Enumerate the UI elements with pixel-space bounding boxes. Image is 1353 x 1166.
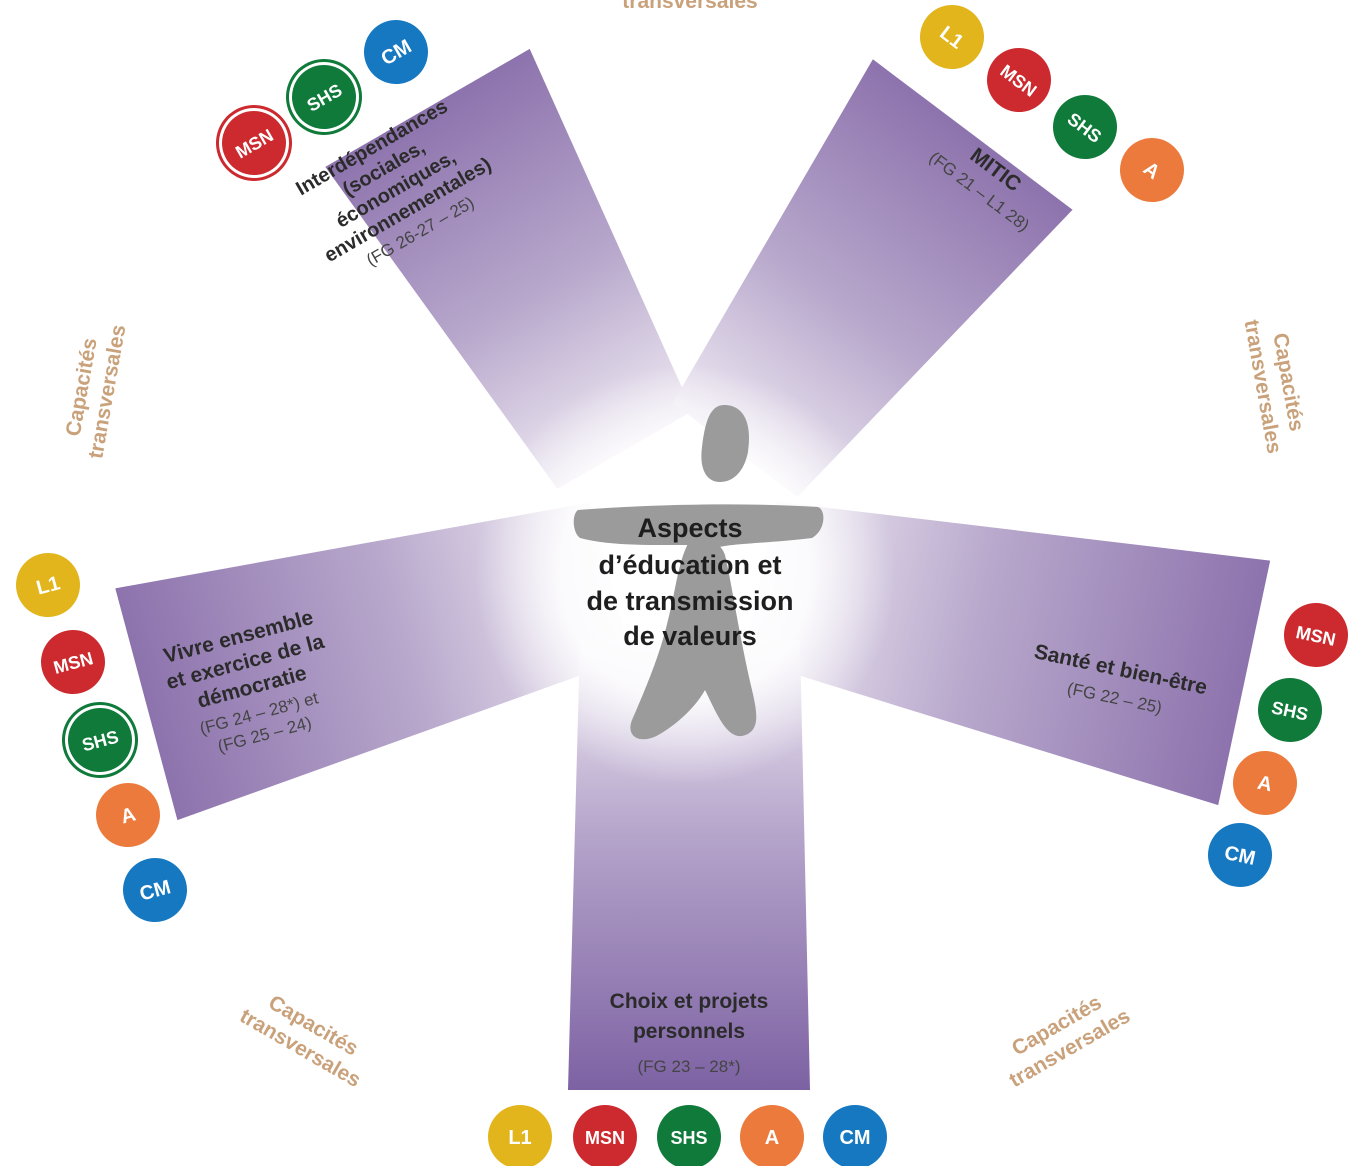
center-title-line-3: de transmission — [586, 586, 793, 616]
badge-msn-vivre: MSN — [41, 630, 105, 694]
capacites-left: Capacités transversales — [62, 323, 131, 460]
badge-l1-choix: L1 — [488, 1105, 552, 1166]
capacites-right: Capacités transversales — [1240, 318, 1309, 455]
badge-label: A — [118, 803, 138, 828]
svg-text:Choix et projets: Choix et projets — [610, 990, 769, 1013]
badge-l1-vivre: L1 — [16, 553, 80, 617]
badge-msn-choix: MSN — [573, 1105, 637, 1166]
badge-a-sante: A — [1233, 751, 1297, 815]
human-figure-icon — [573, 405, 824, 740]
badge-a-choix: A — [740, 1105, 804, 1166]
badge-shs-interdependances: SHS — [286, 58, 362, 135]
arm-interdependances — [325, 48, 693, 489]
badge-cm-interdependances: CM — [364, 20, 428, 84]
badge-shs-choix: SHS — [657, 1105, 721, 1166]
badge-label: A — [1255, 772, 1274, 797]
badge-cm-choix: CM — [823, 1105, 887, 1166]
badge-label: MSN — [585, 1128, 625, 1148]
badge-a-mitic: A — [1120, 138, 1184, 202]
badge-msn-mitic: MSN — [987, 48, 1051, 112]
capacites-bottom-left: Capacités transversales — [236, 991, 365, 1092]
badge-msn-sante: MSN — [1284, 603, 1348, 667]
svg-text:personnels: personnels — [633, 1020, 745, 1043]
badge-cm-vivre: CM — [123, 858, 187, 922]
badge-label: A — [765, 1127, 779, 1149]
badge-label: CM — [839, 1127, 870, 1149]
badge-label: L1 — [508, 1127, 531, 1149]
center-title-line-4: de valeurs — [623, 621, 757, 651]
badges-sante: MSN SHS A CM — [1208, 603, 1348, 887]
badge-msn-interdependances: MSN — [216, 105, 292, 181]
badge-shs-sante: SHS — [1258, 678, 1322, 742]
badge-a-vivre: A — [96, 783, 160, 847]
badge-cm-sante: CM — [1208, 823, 1272, 887]
label-choix: Choix et projets personnels (FG 23 – 28*… — [610, 990, 769, 1076]
center-title-line-2: d’éducation et — [598, 550, 781, 580]
badges-choix: L1 MSN SHS A CM — [488, 1105, 887, 1166]
capacites-top: transversales — [622, 0, 757, 13]
badge-l1-mitic: L1 — [920, 5, 984, 69]
center-title-line-1: Aspects — [637, 513, 742, 543]
svg-text:(FG 23 – 28*): (FG 23 – 28*) — [638, 1057, 741, 1076]
badge-shs-mitic: SHS — [1053, 95, 1117, 159]
badge-shs-vivre: SHS — [62, 702, 138, 778]
badge-label: SHS — [670, 1128, 707, 1148]
capacites-bottom-right: Capacités transversales — [1005, 991, 1134, 1092]
